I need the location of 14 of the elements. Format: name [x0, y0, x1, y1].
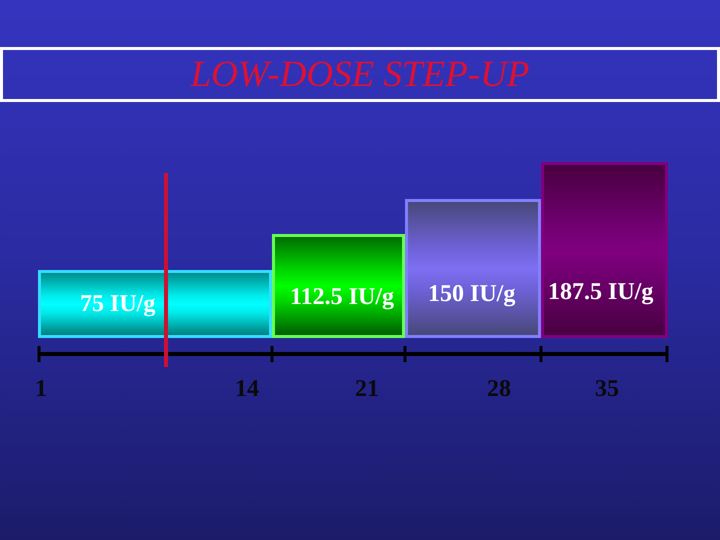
axis-tick-label: 21 — [355, 376, 379, 402]
axis-tick-label: 35 — [595, 376, 619, 402]
axis-tick-label: 28 — [487, 376, 511, 402]
slide-title: LOW-DOSE STEP-UP — [190, 54, 530, 95]
dose-bar — [405, 199, 541, 338]
dose-bar — [541, 162, 668, 338]
dose-label: 150 IU/g — [428, 281, 516, 308]
dose-bar — [272, 234, 405, 338]
dose-label: 187.5 IU/g — [548, 279, 654, 306]
axis-tick-label: 1 — [35, 376, 47, 402]
dose-bar — [38, 270, 272, 338]
axis-tick-label: 14 — [235, 376, 259, 402]
dose-label: 75 IU/g — [80, 291, 156, 318]
dose-label: 112.5 IU/g — [290, 284, 394, 311]
